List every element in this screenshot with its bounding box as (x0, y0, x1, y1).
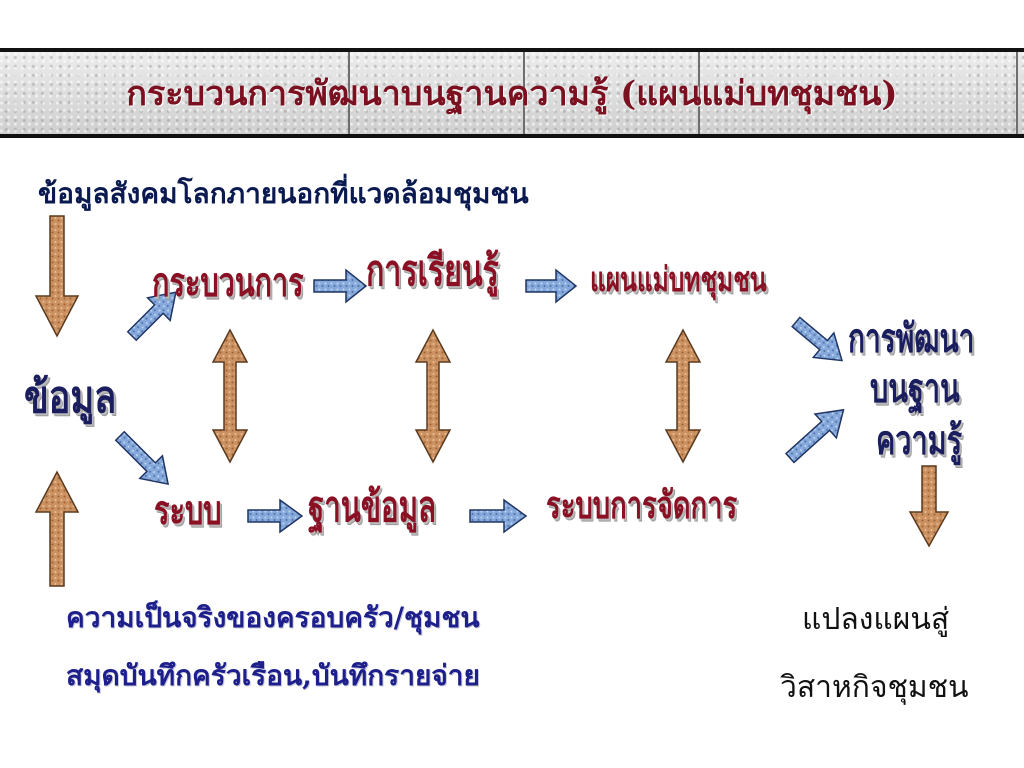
arrow-process-system (211, 328, 249, 464)
arrow-data-to-system (114, 430, 170, 486)
arrow-plan-to-development (791, 316, 843, 362)
arrow-data-to-process (126, 291, 177, 342)
node-database: ฐานข้อมูล (308, 482, 436, 531)
node-data: ข้อมูล (24, 372, 117, 423)
node-system: ระบบ (154, 488, 222, 534)
title-divider (698, 52, 700, 134)
arrow-system-to-database (247, 498, 304, 534)
node-development-line1: การพัฒนา (848, 316, 975, 362)
arrow-management-to-development (784, 408, 845, 464)
arrow-development-to-enterprise (908, 465, 950, 548)
title-divider (1016, 52, 1018, 134)
node-master-plan: แผนแม่บทชุมชน (590, 260, 767, 300)
node-development-line2: บนฐาน (870, 366, 960, 412)
arrow-database-to-management (469, 498, 528, 534)
arrow-learning-database (414, 328, 452, 464)
node-process: กระบวนการ (152, 260, 304, 306)
arrow-up-reality (34, 470, 80, 587)
enterprise-text-line1: แปลงแผนสู่ (802, 602, 950, 637)
title-bar: กระบวนการพัฒนาบนฐานความรู้ (แผนแม่บทชุมช… (0, 48, 1024, 138)
arrow-process-to-learning (313, 268, 368, 304)
node-management: ระบบการจัดการ (546, 483, 738, 527)
arrow-down-environment (34, 215, 80, 338)
title-divider (523, 52, 525, 134)
slide-title: กระบวนการพัฒนาบนฐานความรู้ (แผนแม่บทชุมช… (126, 74, 898, 114)
node-learning: การเรียนรู้ (366, 246, 499, 295)
arrow-learning-to-plan (525, 268, 578, 304)
reality-text-line1: ความเป็นจริงของครอบครัว/ชุมชน (66, 601, 480, 634)
reality-text-line2: สมุดบันทึกครัวเรือน,บันทึกรายจ่าย (66, 659, 480, 692)
node-development-line3: ความรู้ (876, 418, 963, 464)
title-divider (348, 52, 350, 134)
arrow-plan-management (664, 328, 702, 464)
environment-text: ข้อมูลสังคมโลกภายนอกที่แวดล้อมชุมชน (38, 177, 529, 210)
enterprise-text-line2: วิสาหกิจชุมชน (780, 670, 969, 705)
